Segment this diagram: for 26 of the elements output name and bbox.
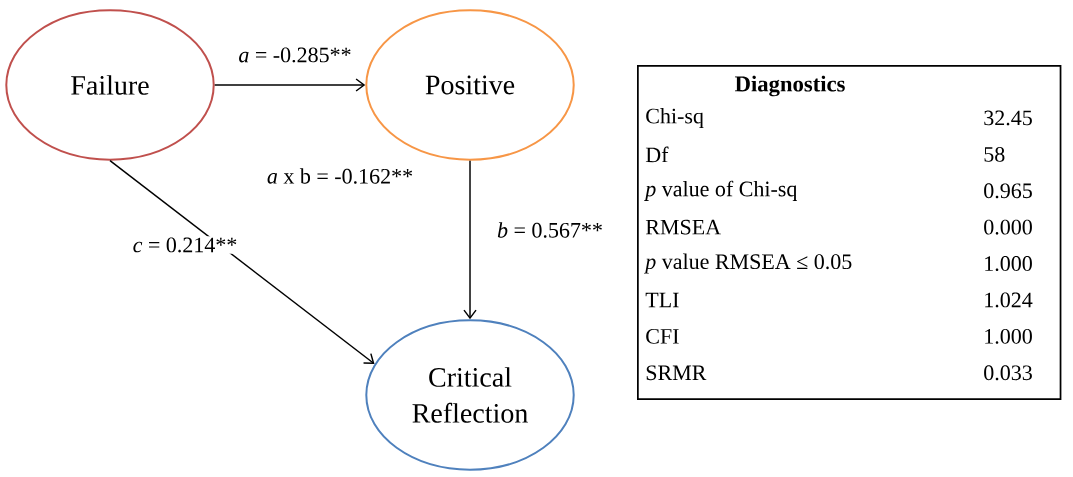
- ellipse-node: Positive: [365, 9, 575, 161]
- effect-label: a x b = -0.162**: [267, 168, 413, 184]
- table-cell: 1.000: [985, 256, 1032, 272]
- table-cell: 1.000: [985, 328, 1032, 344]
- edge-label: b = 0.567**: [495, 220, 605, 240]
- table-cell: p value of Chi-sq: [644, 180, 797, 201]
- arrow: [109, 159, 375, 364]
- table-cell: p value RMSEA ≤ 0.05: [644, 253, 852, 274]
- arrow: [214, 78, 366, 92]
- edge-label: a = -0.285**: [237, 46, 353, 64]
- ellipse-node: Failure: [5, 9, 215, 161]
- table-cell: TLI: [645, 292, 679, 308]
- table-cell: SRMR: [646, 365, 707, 381]
- edge-label: c = 0.214**: [131, 236, 239, 254]
- table-cell: 32.45: [984, 110, 1032, 126]
- arrow: [463, 159, 477, 320]
- table-cell: Chi-sq: [646, 108, 704, 128]
- table-cell: CFI: [646, 329, 679, 344]
- ellipse-node: Critical Reflection: [365, 319, 575, 471]
- table-cell: RMSEA: [645, 219, 721, 235]
- table-cell: 0.033: [984, 365, 1032, 381]
- table-cell: 0.965: [984, 183, 1032, 199]
- table-cell: 1.024: [985, 292, 1033, 308]
- table-cell: 0.000: [984, 219, 1032, 235]
- table-cell: 58: [984, 146, 1005, 162]
- table-cell: Df: [645, 146, 669, 163]
